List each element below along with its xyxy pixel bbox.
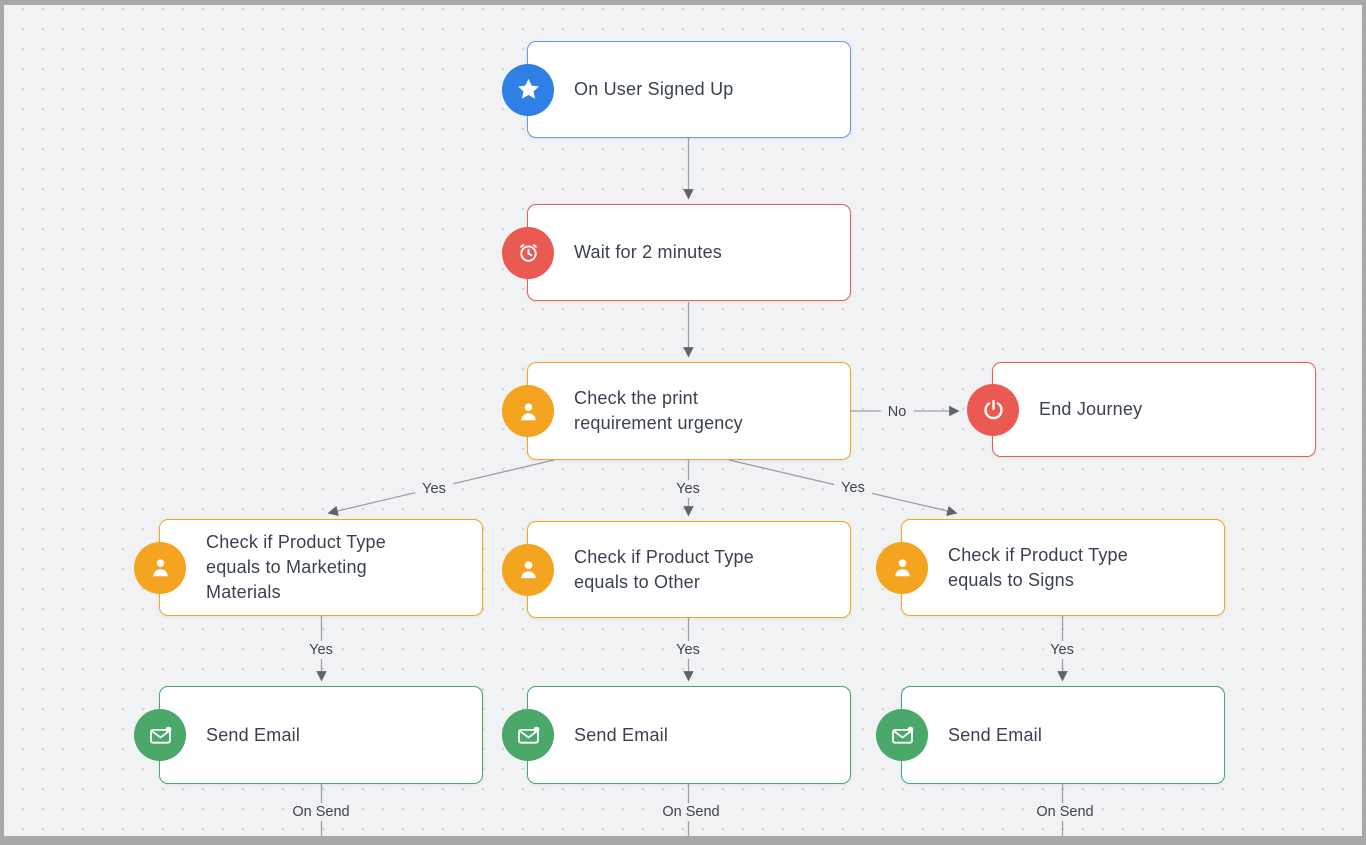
node-wait-2-minutes[interactable]: Wait for 2 minutes xyxy=(502,204,851,301)
person-icon xyxy=(502,543,554,596)
flow-canvas[interactable]: No Yes Yes Yes Yes Yes Yes On Send On Se… xyxy=(4,5,1362,836)
node-check-product-marketing-materials[interactable]: Check if Product Type equals to Marketin… xyxy=(134,519,483,616)
edge-label-on-send-2: On Send xyxy=(655,803,727,821)
edge-label-on-send-3: On Send xyxy=(1029,803,1101,821)
node-label: Send Email xyxy=(206,724,301,745)
node-label: Check if Product Type equals to Other xyxy=(574,546,754,592)
node-label: Wait for 2 minutes xyxy=(574,242,722,262)
edge-label-yes-col3: Yes xyxy=(1043,641,1081,659)
email-icon xyxy=(134,709,186,761)
edge-label-yes-mid: Yes xyxy=(669,480,707,498)
person-icon xyxy=(876,541,928,594)
edge-label-yes-col2: Yes xyxy=(669,641,707,659)
node-check-print-urgency[interactable]: Check the print requirement urgency xyxy=(502,362,851,460)
person-icon xyxy=(502,385,554,437)
node-end-journey[interactable]: End Journey xyxy=(967,362,1316,457)
node-on-user-signed-up[interactable]: On User Signed Up xyxy=(502,41,851,138)
node-send-email-1[interactable]: Send Email xyxy=(134,686,483,784)
email-icon xyxy=(876,709,928,761)
node-check-product-signs[interactable]: Check if Product Type equals to Signs xyxy=(876,519,1225,616)
node-label: Check if Product Type equals to Signs xyxy=(948,544,1128,590)
node-label: Check the print requirement urgency xyxy=(574,388,743,433)
node-label: Send Email xyxy=(948,724,1043,745)
clock-icon xyxy=(502,226,554,279)
power-icon xyxy=(967,383,1019,436)
node-label: Check if Product Type equals to Marketin… xyxy=(206,532,386,602)
person-icon xyxy=(134,541,186,594)
node-send-email-3[interactable]: Send Email xyxy=(876,686,1225,784)
node-label: End Journey xyxy=(1039,399,1143,419)
star-icon xyxy=(502,63,554,116)
edge-label-yes-left: Yes xyxy=(415,480,453,498)
email-icon xyxy=(502,709,554,761)
node-label: Send Email xyxy=(574,724,669,745)
node-label: On User Signed Up xyxy=(574,79,734,99)
node-check-product-other[interactable]: Check if Product Type equals to Other xyxy=(502,521,851,618)
node-send-email-2[interactable]: Send Email xyxy=(502,686,851,784)
edge-label-yes-right: Yes xyxy=(834,479,872,497)
edge-label-on-send-1: On Send xyxy=(285,803,357,821)
edge-label-yes-col1: Yes xyxy=(302,641,340,659)
edge-label-no: No xyxy=(880,403,914,421)
